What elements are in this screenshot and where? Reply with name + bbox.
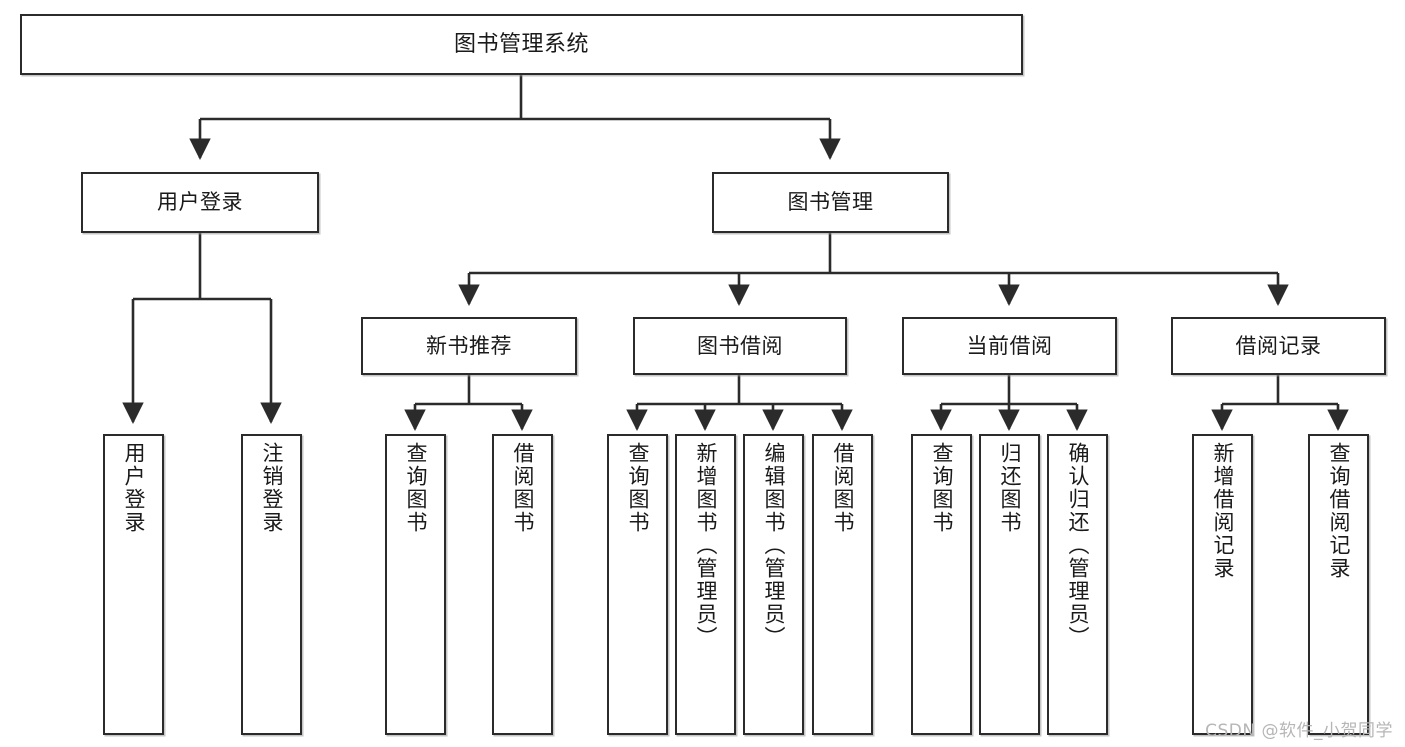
watermark-text: CSDN @软件_小贺同学 <box>1205 721 1393 741</box>
node-label: 当前借阅 <box>966 333 1053 358</box>
node-label: 图书管理 <box>787 190 874 215</box>
leaf-confirm-return-admin[interactable]: 确认归还（管理员） <box>1047 434 1108 735</box>
node-label: 新增图书（管理员） <box>694 442 718 649</box>
leaf-query-borrowing-record[interactable]: 查询借阅记录 <box>1308 434 1369 735</box>
node-label: 查询图书 <box>626 442 650 534</box>
leaf-logout[interactable]: 注销登录 <box>241 434 302 735</box>
leaf-user-login[interactable]: 用户登录 <box>103 434 164 735</box>
leaf-borrow-book[interactable]: 借阅图书 <box>812 434 873 735</box>
node-label: 图书管理系统 <box>453 31 589 57</box>
node-user-login[interactable]: 用户登录 <box>81 172 319 233</box>
node-label: 查询图书 <box>930 442 954 534</box>
node-label: 编辑图书（管理员） <box>762 442 786 649</box>
node-book-management[interactable]: 图书管理 <box>712 172 949 233</box>
node-borrowing-record[interactable]: 借阅记录 <box>1171 317 1386 375</box>
node-label: 确认归还（管理员） <box>1066 442 1090 649</box>
leaf-query-book-current[interactable]: 查询图书 <box>911 434 972 735</box>
node-current-borrowing[interactable]: 当前借阅 <box>902 317 1117 375</box>
leaf-add-borrowing-record[interactable]: 新增借阅记录 <box>1192 434 1253 735</box>
node-label: 借阅图书 <box>831 442 855 534</box>
node-label: 图书借阅 <box>697 333 783 358</box>
leaf-borrow-book-recommendation[interactable]: 借阅图书 <box>492 434 553 735</box>
node-label: 新书推荐 <box>426 333 512 358</box>
node-label: 注销登录 <box>260 442 284 534</box>
node-label: 归还图书 <box>998 442 1022 534</box>
node-label: 查询图书 <box>404 442 428 534</box>
node-label: 借阅记录 <box>1235 333 1322 358</box>
leaf-query-book-recommendation[interactable]: 查询图书 <box>385 434 446 735</box>
leaf-edit-book-admin[interactable]: 编辑图书（管理员） <box>743 434 804 735</box>
leaf-add-book-admin[interactable]: 新增图书（管理员） <box>675 434 736 735</box>
node-label: 查询借阅记录 <box>1327 442 1351 580</box>
node-label: 借阅图书 <box>511 442 535 534</box>
node-label: 新增借阅记录 <box>1211 442 1235 580</box>
leaf-query-book-borrowing[interactable]: 查询图书 <box>607 434 668 735</box>
leaf-return-book[interactable]: 归还图书 <box>979 434 1040 735</box>
node-new-book-recommendation[interactable]: 新书推荐 <box>361 317 577 375</box>
node-book-borrowing[interactable]: 图书借阅 <box>633 317 847 375</box>
node-label: 用户登录 <box>157 190 243 215</box>
node-label: 用户登录 <box>122 442 146 534</box>
node-root-book-management-system[interactable]: 图书管理系统 <box>20 14 1023 75</box>
